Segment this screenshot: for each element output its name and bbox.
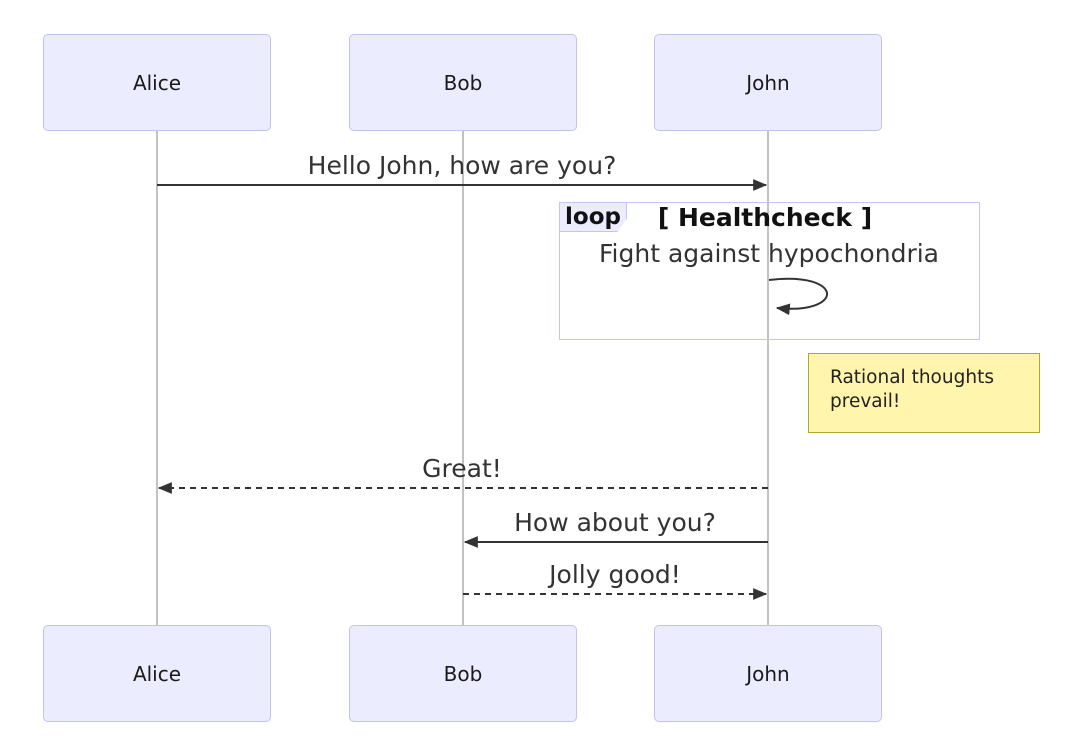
loop-label-text: loop (565, 204, 621, 230)
actor-label: Alice (132, 70, 182, 95)
loop-condition: [ Healthcheck ] (657, 203, 873, 232)
message-jolly-good: Jolly good! (549, 560, 681, 589)
actor-bottom-john: John (654, 625, 882, 722)
actor-label: Bob (443, 70, 483, 95)
message-self-loop: Fight against hypochondria (599, 239, 939, 268)
loop-label: loop (559, 202, 627, 232)
arrow-self-loop-john (768, 277, 828, 316)
loop-frame (559, 202, 980, 340)
actor-top-alice: Alice (43, 34, 271, 131)
actor-top-john: John (654, 34, 882, 131)
actor-top-bob: Bob (349, 34, 577, 131)
message-great: Great! (422, 454, 502, 483)
actor-bottom-bob: Bob (349, 625, 577, 722)
actor-label: John (746, 661, 790, 686)
actor-bottom-alice: Alice (43, 625, 271, 722)
note-line: prevail! (830, 391, 901, 412)
actor-label: Bob (443, 661, 483, 686)
note-rational-thoughts: Rational thoughts prevail! (808, 353, 1040, 433)
message-how-about-you: How about you? (514, 508, 716, 537)
actor-label: Alice (132, 661, 182, 686)
note-line: Rational thoughts (830, 367, 994, 388)
message-hello: Hello John, how are you? (307, 151, 617, 180)
actor-label: John (746, 70, 790, 95)
